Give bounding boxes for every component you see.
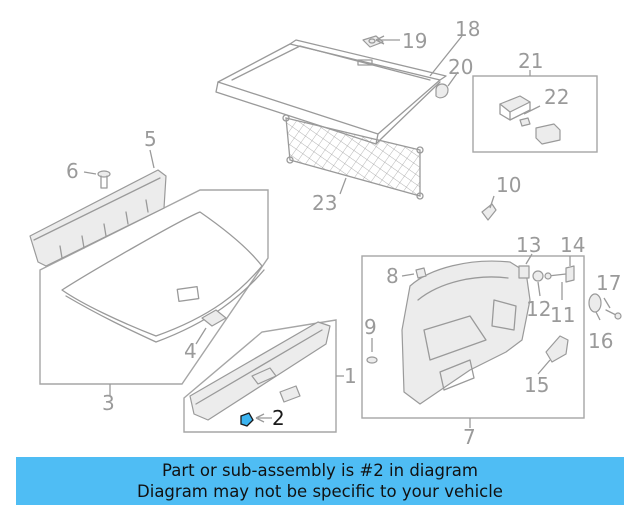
callout-23: 23 [312,191,337,215]
banner-line-1: Part or sub-assembly is #2 in diagram [162,461,478,480]
callout-4: 4 [184,339,197,363]
side-trim-panel[interactable] [401,260,531,405]
part-16-grommet[interactable] [588,293,602,313]
part-11-screw[interactable] [544,272,567,280]
part-8-clip[interactable] [415,267,427,279]
part-6-screw[interactable] [97,170,111,189]
part-4-cap[interactable] [201,309,227,327]
callout-22: 22 [544,85,569,109]
part-1-sill-plate[interactable] [189,321,331,421]
callout-10: 10 [496,173,521,197]
callout-9: 9 [364,315,377,339]
callout-18: 18 [455,17,480,41]
callout-14: 14 [560,233,585,257]
callout-20: 20 [448,55,473,79]
part-20-hook[interactable] [435,83,449,99]
part-13-retainer[interactable] [518,265,530,279]
part-15-cover[interactable] [545,335,569,363]
part-5-trim[interactable] [29,169,167,267]
part-12-nut[interactable] [532,270,544,282]
callout-13: 13 [516,233,541,257]
callout-6: 6 [66,159,79,183]
callout-2: 2 [272,406,285,430]
callout-11: 11 [550,303,575,327]
part-21-assembly[interactable] [499,95,561,145]
cargo-floor-board[interactable] [61,211,265,343]
part-9-clip[interactable] [366,356,378,364]
callout-5: 5 [144,127,157,151]
part-10-clip[interactable] [481,203,497,221]
box-21 [472,75,598,153]
leader-lines [83,35,611,428]
callout-21: 21 [518,49,543,73]
callouts: 19 18 20 21 22 23 10 5 6 4 3 1 2 7 8 9 1… [66,17,621,449]
banner-line-2: Diagram may not be specific to your vehi… [137,482,503,501]
callout-1: 1 [344,364,357,388]
cargo-net[interactable] [282,114,424,200]
callout-7: 7 [463,425,476,449]
box-7 [361,255,585,419]
callout-19: 19 [402,29,427,53]
part-14-clip[interactable] [565,265,575,283]
callout-3: 3 [102,391,115,415]
callout-17: 17 [596,271,621,295]
part-2-clip[interactable] [240,412,254,427]
callout-16: 16 [588,329,613,353]
info-banner: Part or sub-assembly is #2 in diagram Di… [16,457,624,505]
callout-12: 12 [526,297,551,321]
parts-diagram: 19 18 20 21 22 23 10 5 6 4 3 1 2 7 8 9 1… [29,17,622,449]
part-17-bolt[interactable] [605,309,622,320]
box-3 [39,189,269,385]
callout-8: 8 [386,264,399,288]
callout-15: 15 [524,373,549,397]
